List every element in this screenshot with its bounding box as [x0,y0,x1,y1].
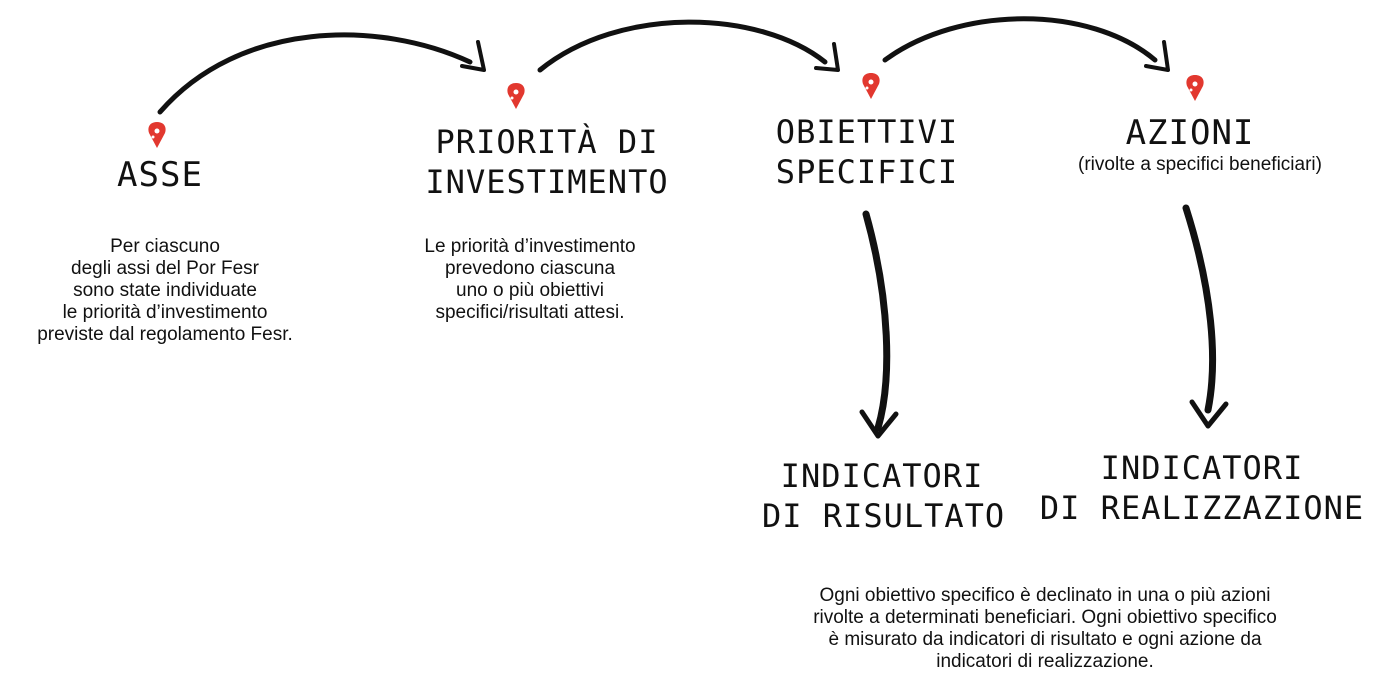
node-obiettivi-line-1: OBIETTIVI [775,113,959,151]
arrow-asse-to-priorita [157,32,473,115]
node-azioni-line: AZIONI [1125,113,1255,153]
note-asse-line-5: previste dal regolamento Fesr. [37,324,293,345]
node-obiettivi-line-2: SPECIFICI [775,153,959,191]
arrow-azioni-down [1182,204,1217,414]
note-bottom-line-3: è misurato da indicatori di risultato e … [828,629,1262,650]
node-indicatori-risultato-line-2: DI RISULTATO [762,497,1006,535]
node-asse: ASSE [100,154,220,197]
note-asse-line-2: degli assi del Por Fesr [71,258,259,279]
arrow-priorita-to-obiettivi [537,19,828,73]
node-obiettivi: OBIETTIVI SPECIFICI [762,112,972,192]
note-bottom-line-1: Ogni obiettivo specifico è declinato in … [819,585,1271,606]
arrow-obiettivi-down [862,210,891,432]
node-azioni-subtitle: (rivolte a specifici beneficiari) [1078,154,1322,175]
node-indicatori-risultato: INDICATORI DI RISULTATO [762,456,1006,536]
node-indicatori-realizzazione-line-1: INDICATORI [1100,449,1304,487]
node-indicatori-realizzazione-line-2: DI REALIZZAZIONE [1039,489,1365,527]
node-priorita-line-2: INVESTIMENTO [425,163,669,201]
note-priorita-line-2: prevedono ciascuna [444,258,616,279]
note-asse-line-4: le priorità d’investimento [62,302,268,323]
node-priorita: PRIORITÀ DI INVESTIMENTO [412,122,682,202]
arrowhead-priorita-to-obiettivi [814,42,840,72]
node-priorita-line-1: PRIORITÀ DI [435,123,659,161]
map-pin-icon [1186,75,1204,101]
note-bottom: Ogni obiettivo specifico è declinato in … [740,585,1350,673]
note-priorita: Le priorità d’investimento prevedono cia… [380,236,680,324]
node-indicatori-risultato-line-1: INDICATORI [780,457,984,495]
map-pin-icon [862,73,880,99]
node-asse-line: ASSE [117,155,203,195]
map-pin-icon [507,83,525,109]
node-indicatori-realizzazione: INDICATORI DI REALIZZAZIONE [1032,448,1372,528]
note-asse-line-3: sono state individuate [73,280,257,301]
arrow-obiettivi-to-azioni [882,16,1158,63]
note-priorita-line-3: uno o più obiettivi [456,280,604,301]
note-priorita-line-4: specifici/risultati attesi. [435,302,625,323]
map-pin-icon [148,122,166,148]
note-priorita-line-1: Le priorità d’investimento [424,236,636,257]
arrowhead-obiettivi-down [859,409,899,439]
arrowhead-obiettivi-to-azioni [1144,40,1170,72]
note-asse: Per ciascuno degli assi del Por Fesr son… [0,236,330,346]
note-bottom-line-4: indicatori di realizzazione. [936,651,1154,672]
node-azioni: AZIONI [1120,112,1260,155]
arrowhead-asse-to-priorita [460,40,486,72]
note-bottom-line-2: rivolte a determinati beneficiari. Ogni … [813,607,1277,628]
arrowhead-azioni-down [1189,399,1229,429]
note-asse-line-1: Per ciascuno [110,236,220,257]
